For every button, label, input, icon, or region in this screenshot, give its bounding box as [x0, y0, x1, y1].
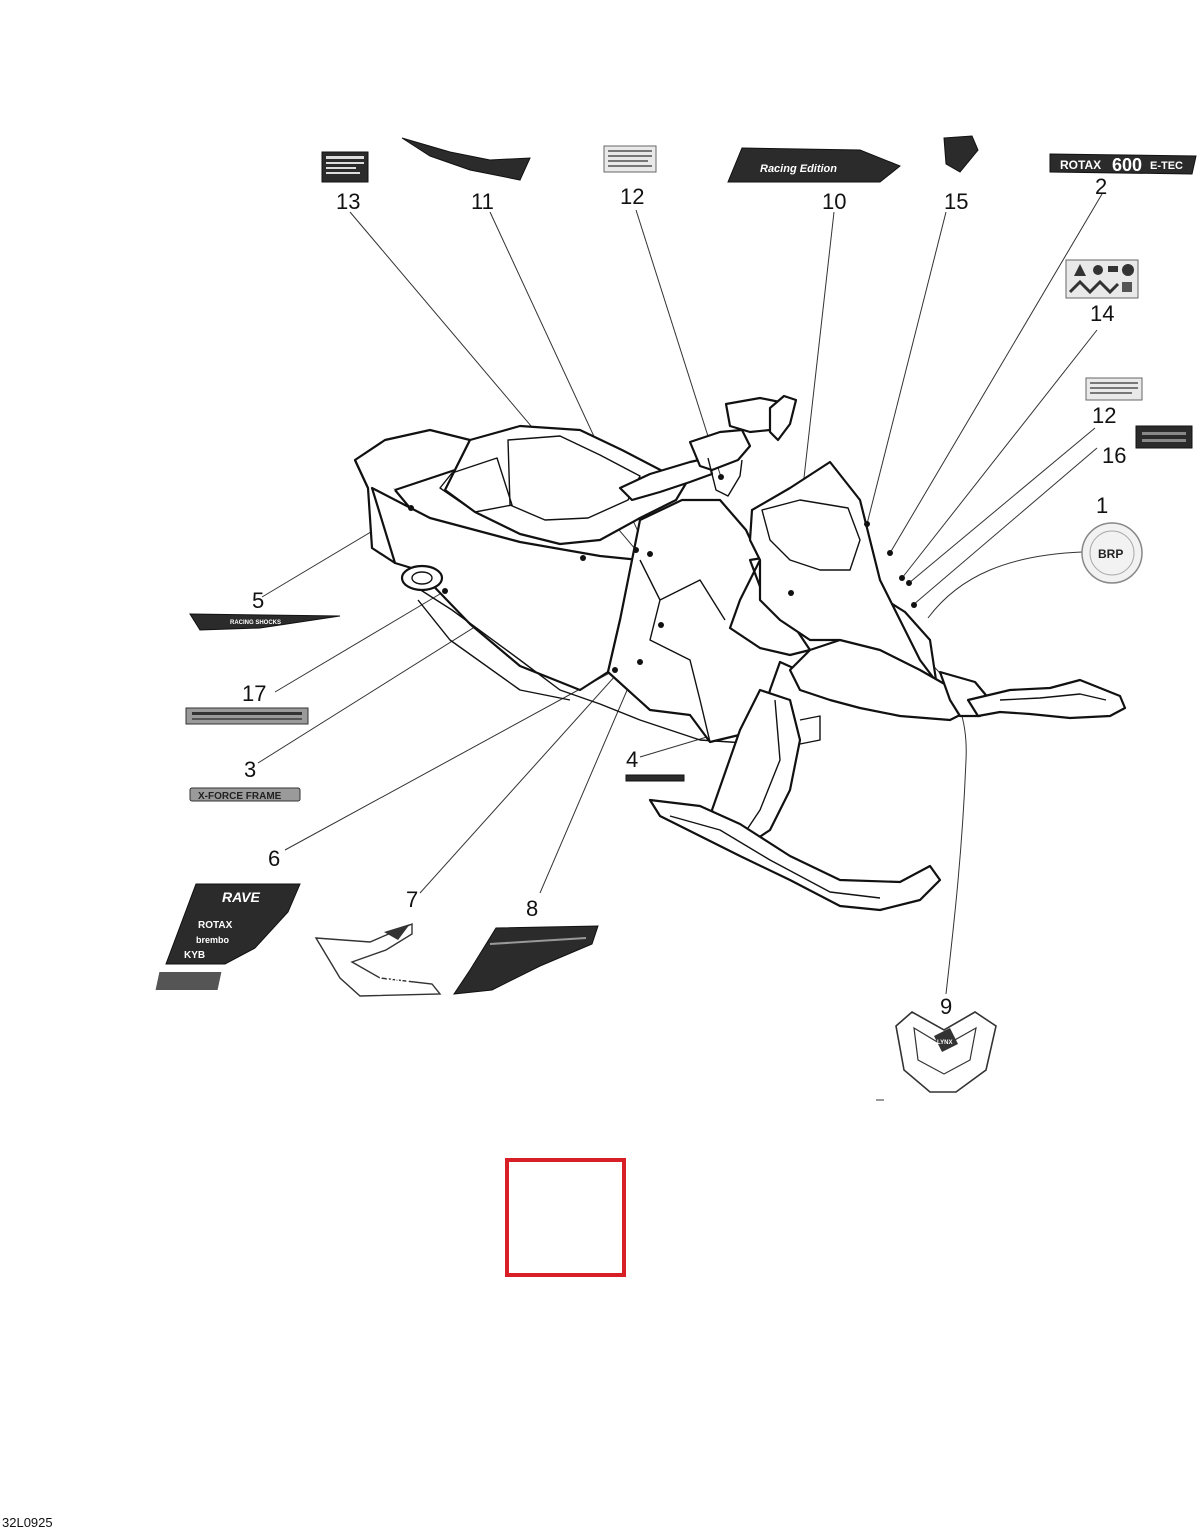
- decal-6-side-panel: RAVE ROTAX brembo KYB: [165, 883, 301, 965]
- callout-8[interactable]: 8: [526, 896, 538, 921]
- decal-10-text: Racing Edition: [760, 163, 837, 175]
- callout-14[interactable]: 14: [1090, 301, 1114, 326]
- decal-2-brand: ROTAX: [1060, 158, 1101, 172]
- callout-11[interactable]: 11: [471, 189, 494, 214]
- callout-10[interactable]: 10: [822, 189, 846, 214]
- callout-6[interactable]: 6: [268, 846, 280, 871]
- decal-1-brp-badge: BRP: [1081, 522, 1143, 584]
- decal-8-stripe: [452, 925, 599, 995]
- decal-3-xforce: X-FORCE FRAME: [189, 787, 301, 802]
- decal-2-suffix: E-TEC: [1150, 160, 1183, 172]
- callout-16[interactable]: 16: [1102, 443, 1126, 468]
- decal-6-brand1: ROTAX: [198, 920, 233, 931]
- decal-7-lynx-side: LYNX: [155, 922, 442, 997]
- decal-9-text: LYNX: [937, 1040, 952, 1046]
- callout-9[interactable]: 9: [940, 994, 952, 1019]
- decal-7-text: LYNX: [378, 974, 413, 989]
- decal-2-model: 600: [1112, 155, 1142, 175]
- callout-7[interactable]: 7: [406, 887, 418, 912]
- figure-code: 32L0925: [2, 1515, 53, 1530]
- callout-3[interactable]: 3: [244, 757, 256, 782]
- callout-13[interactable]: 13: [336, 189, 360, 214]
- decal-11-stripe: [401, 137, 531, 181]
- snowmobile-outline: [353, 394, 1127, 912]
- decal-10-racing-edition: Racing Edition: [727, 147, 901, 183]
- callout-4[interactable]: 4: [626, 747, 638, 772]
- decal-13-label: [321, 151, 369, 183]
- callout-17[interactable]: 17: [242, 681, 266, 706]
- decal-17-stripe: [185, 707, 309, 725]
- decal-3-text: X-FORCE FRAME: [198, 791, 282, 802]
- callout-12-right[interactable]: 12: [1092, 403, 1116, 428]
- callout-15[interactable]: 15: [944, 189, 968, 214]
- attachment-dots: [408, 474, 917, 673]
- decal-1-text: BRP: [1098, 547, 1123, 561]
- decal-15-shield: [943, 135, 979, 173]
- decal-6-brand3: KYB: [184, 950, 205, 961]
- decal-6-brand2: brembo: [196, 935, 230, 945]
- decal-4-label: [625, 774, 685, 782]
- callout-1[interactable]: 1: [1096, 493, 1108, 518]
- callout-5[interactable]: 5: [252, 588, 264, 613]
- callout-12-top[interactable]: 12: [620, 184, 644, 209]
- decal-14-warning: [1065, 259, 1139, 299]
- callout-2[interactable]: 2: [1095, 174, 1107, 199]
- decal-16-stripe: [1135, 425, 1193, 449]
- decal-5-text: RACING SHOCKS: [230, 620, 281, 626]
- decal-2-rotax: ROTAX 600 E-TEC: [1049, 153, 1197, 175]
- decal-9-nose: LYNX: [876, 1011, 997, 1101]
- selection-box: [505, 1158, 626, 1277]
- decal-12-label-right: [1085, 377, 1143, 401]
- decal-6-model: RAVE: [222, 889, 261, 905]
- callout-numbers: 13 11 12 10 15 2 14 12 16 1 5 17 3 4 6 7…: [242, 174, 1126, 1019]
- decal-5-racing-shocks: RACING SHOCKS: [189, 613, 341, 631]
- decal-12-label-top: [603, 145, 657, 173]
